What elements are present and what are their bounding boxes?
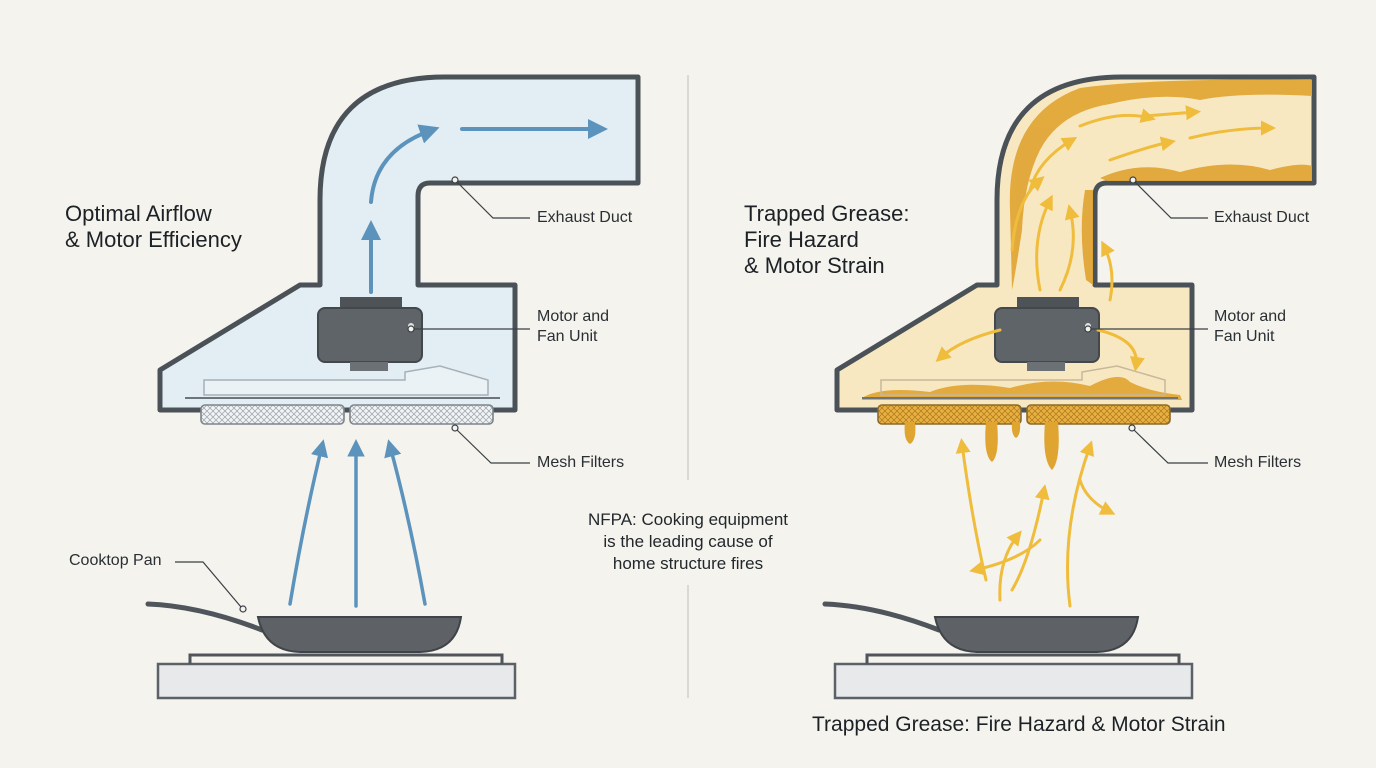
right-mesh-filter-2: [1026, 404, 1171, 425]
left-heading-line-1: Optimal Airflow: [65, 201, 212, 226]
right-label-motor-fan-line-2: Fan Unit: [1214, 328, 1275, 345]
left-frying-pan-icon: [145, 601, 463, 653]
right-heading-line-3: & Motor Strain: [744, 253, 885, 278]
right-motor-fan-icon: [994, 297, 1100, 371]
right-arrow-icon-12: [955, 438, 988, 582]
right-arrow-icon-1: [935, 328, 1002, 363]
right-grease-pool: [862, 376, 1182, 400]
left-heading-line-2: & Motor Efficiency: [65, 227, 242, 252]
left-cooktop: [156, 653, 517, 700]
right-heading-line-1: Trapped Grease:: [744, 201, 910, 226]
right-arrow-icon-8: [1188, 120, 1276, 140]
left-label-motor-fan-line-2: Fan Unit: [537, 328, 598, 345]
right-arrow-icon-10: [1010, 176, 1045, 252]
right-hood-body: [834, 74, 1317, 413]
left-mesh-filter-2: [349, 404, 494, 425]
center-note-line-3: home structure fires: [612, 554, 764, 573]
left-label-cooktop-pan: Cooktop Pan: [69, 552, 162, 569]
left-leader-pan: [175, 561, 242, 608]
right-arrow-icon-7: [1143, 105, 1201, 121]
right-duct-grease: [1009, 79, 1312, 291]
left-heading: Optimal Airflow & Motor Efficiency: [65, 201, 242, 253]
left-mesh-filter-1: [200, 404, 345, 425]
right-arrow-icon-2: [1096, 328, 1145, 372]
left-arrow-icon-4: [288, 439, 329, 606]
right-arrow-icon-4: [1058, 204, 1080, 292]
left-arrow-icon-2: [369, 124, 440, 204]
left-hood-body: [157, 74, 641, 413]
right-frying-pan-icon: [822, 601, 1140, 653]
right-arrow-icon-17: [998, 530, 1022, 602]
center-note-line-2: is the leading cause of: [603, 532, 773, 551]
left-label-exhaust-duct: Exhaust Duct: [537, 209, 633, 226]
left-leader-filters: [456, 429, 530, 464]
right-arrow-icon-16: [1078, 478, 1116, 515]
left-label-mesh-filters: Mesh Filters: [537, 454, 625, 471]
right-cooktop: [833, 653, 1194, 700]
right-grease-drips: [904, 422, 1059, 470]
right-leader-exhaust: [1134, 181, 1208, 219]
right-hood-assembly: [822, 74, 1317, 700]
center-note: NFPA: Cooking equipment is the leading c…: [563, 509, 813, 575]
left-leader-exhaust: [456, 181, 530, 219]
left-label-motor-fan-line-1: Motor and: [537, 308, 610, 325]
right-arrow-icon-3: [1035, 194, 1053, 292]
right-heading-line-2: Fire Hazard: [744, 227, 859, 252]
left-baffle: [203, 365, 489, 396]
right-arrow-icon-14: [969, 538, 1042, 576]
right-mesh-filter-1: [877, 404, 1022, 425]
right-label-exhaust-duct: Exhaust Duct: [1214, 209, 1310, 226]
right-arrow-icon-11: [1101, 240, 1115, 302]
right-label-motor-fan: Motor and Fan Unit: [1214, 307, 1286, 347]
left-hood-assembly: [145, 74, 641, 700]
right-label-mesh-filters: Mesh Filters: [1214, 454, 1302, 471]
right-baffle: [880, 365, 1166, 396]
left-label-motor-fan: Motor and Fan Unit: [537, 307, 609, 347]
right-caption: Trapped Grease: Fire Hazard & Motor Stra…: [812, 713, 1226, 736]
left-motor-fan-icon: [317, 297, 423, 371]
center-note-line-1: NFPA: Cooking equipment: [587, 510, 788, 529]
right-label-motor-fan-line-1: Motor and: [1214, 308, 1287, 325]
right-heading: Trapped Grease: Fire Hazard & Motor Stra…: [744, 201, 910, 279]
right-arrow-icon-15: [1066, 440, 1095, 608]
right-leader-filters: [1133, 429, 1208, 464]
left-arrow-icon-6: [384, 439, 427, 606]
right-arrow-icon-9: [1108, 136, 1176, 162]
